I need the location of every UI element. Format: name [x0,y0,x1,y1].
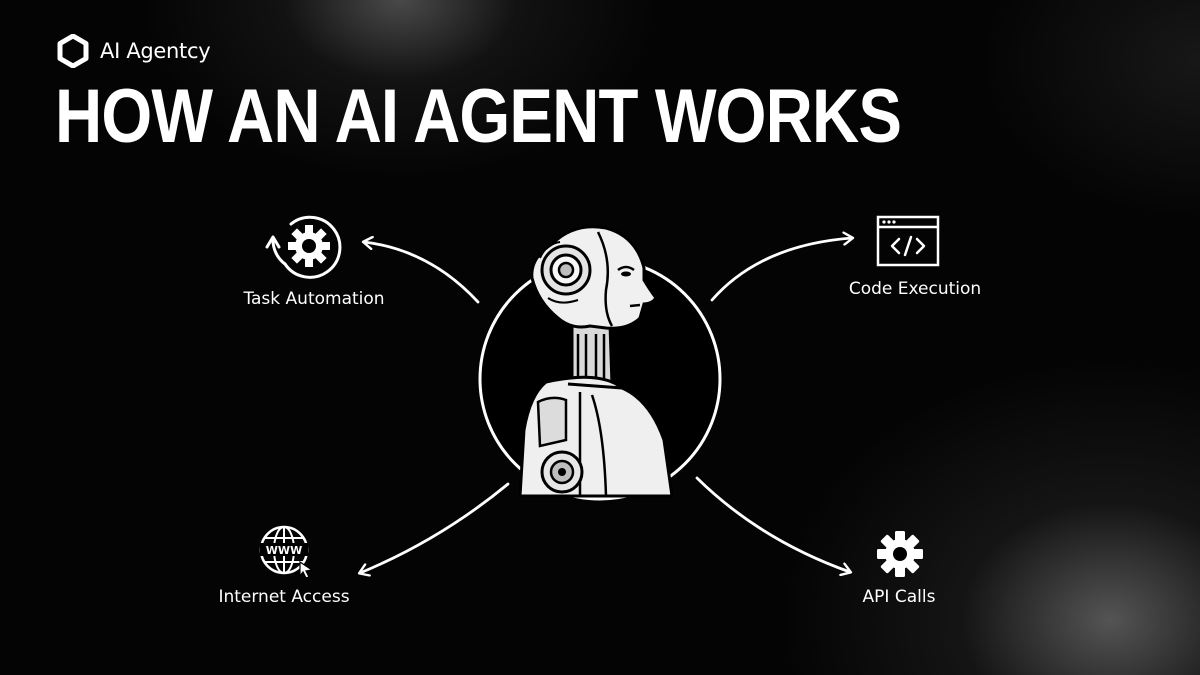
robot-head-icon [518,225,674,498]
globe-www-icon: WWW [259,525,314,578]
brand-name: AI Agentcy [100,39,211,63]
node-label-task-automation: Task Automation [243,289,385,309]
node-label-internet-access: Internet Access [218,587,350,607]
hexagon-logo-icon [57,34,89,68]
page-title: HOW AN AI AGENT WORKS [55,74,902,159]
node-label-api-calls: API Calls [862,587,936,607]
brand: AI Agentcy [56,34,211,68]
gear-cycle-icon [265,215,342,279]
gear-icon [877,531,923,577]
arrow-to-task-automation [364,242,480,304]
arrow-to-api-calls [695,476,850,572]
arrow-to-code-execution [710,238,852,302]
arrow-to-internet-access [360,482,510,573]
code-window-icon [876,215,940,267]
svg-text:WWW: WWW [266,544,302,557]
node-label-code-execution: Code Execution [848,279,982,299]
